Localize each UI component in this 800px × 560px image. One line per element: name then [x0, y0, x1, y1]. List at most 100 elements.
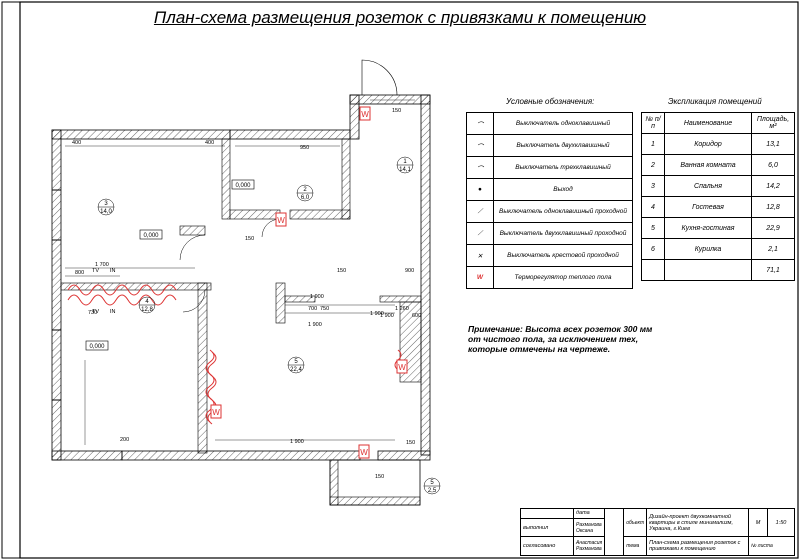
room-area: 14,0: [100, 209, 112, 215]
legend-row: ⌒Выключатель двухклавишный: [466, 134, 633, 157]
room-area: 22,4: [290, 367, 302, 373]
svg-text:W: W: [360, 448, 368, 457]
switch-3-icon: ⌒: [466, 156, 494, 179]
legend-label: Выключатель крестовой проходной: [493, 244, 633, 267]
dimension-label: IN: [110, 309, 116, 315]
legend-row: ●Выход: [466, 178, 633, 201]
legend-table: ⌒Выключатель одноклавишный ⌒Выключатель …: [466, 112, 633, 289]
dimension-label: 150: [245, 236, 254, 242]
room-number: 2: [303, 187, 307, 193]
legend-label: Выключатель трехклавишный: [493, 156, 633, 179]
expl-cell: Кухня-гостиная: [664, 217, 752, 239]
dimension-label: 1 900: [370, 311, 384, 317]
room-number: 5: [430, 480, 434, 486]
level-mark: 0,000: [235, 183, 251, 189]
expl-header: № п/п: [641, 112, 665, 134]
dimension-label: IN: [110, 268, 116, 274]
dimension-label: 950: [300, 145, 309, 151]
expl-cell: Гостевая: [664, 196, 752, 218]
expl-cell: [641, 259, 665, 281]
expl-cell: 13,1: [751, 133, 795, 155]
room-labels: 1 14,1 2 6,0 3 14,0 4 12,8 5 22,4 5 2,5: [97, 156, 441, 495]
thermostat-markers: W W W W W: [210, 106, 408, 459]
expl-cell: 2: [641, 154, 665, 176]
switch-2-icon: ⌒: [466, 134, 494, 157]
expl-cell: 2,1: [751, 238, 795, 260]
agreed-label: согласовано: [520, 536, 574, 556]
dimension-label: TV: [92, 309, 99, 315]
dimension-label: 1 900: [310, 294, 324, 300]
dimension-label: 800: [75, 270, 84, 276]
level-marks: 0,000 0,000 0,000: [85, 179, 255, 351]
expl-cell: 6,0: [751, 154, 795, 176]
expl-header: Площадь, м²: [751, 112, 795, 134]
expl-cell: 5: [641, 217, 665, 239]
project-name: Дизайн-проект двухкомнатной квартиры в с…: [646, 507, 749, 538]
level-mark: 0,000: [143, 233, 159, 239]
object-label: объект: [623, 507, 648, 538]
dimension-label: 730: [88, 310, 97, 316]
dimension-label: 1 900: [308, 322, 322, 328]
svg-text:W: W: [212, 408, 220, 417]
legend-row: ⌒Выключатель одноклавишный: [466, 112, 633, 135]
scale-value: 1:50: [767, 507, 795, 538]
dimension-label: 750: [320, 306, 329, 312]
expl-cell: [664, 259, 752, 281]
dimension-label: 150: [392, 108, 401, 114]
outlet-icon: ●: [466, 178, 494, 201]
legend-row: ⟋Выключатель двухклавишный проходной: [466, 222, 633, 245]
expl-cell: 14,2: [751, 175, 795, 197]
legend-label: Выключатель одноклавишный проходной: [493, 200, 633, 223]
sheet-title: План-схема размещения розеток с привязка…: [153, 8, 647, 27]
scale-label: М: [748, 507, 768, 538]
expl-cell: 4: [641, 196, 665, 218]
date-label: дата: [572, 508, 606, 519]
expl-cell: Спальня: [664, 175, 752, 197]
legend-row: ⟋Выключатель одноклавишный проходной: [466, 200, 633, 223]
executor-name: Рахманова Оксана: [572, 517, 606, 538]
expl-cell: Ванная комната: [664, 154, 752, 176]
expl-cell: 22,9: [751, 217, 795, 239]
dimension-label: 900: [405, 268, 414, 274]
switch-1-icon: ⌒: [466, 112, 494, 135]
legend-label: Терморегулятор теплого пола: [493, 266, 633, 289]
legend-label: Выключатель двухклавишный проходной: [493, 222, 633, 245]
expl-cell: 3: [641, 175, 665, 197]
sheet-number-label: № листа: [748, 536, 795, 556]
level-mark: 0,000: [89, 344, 105, 350]
cross-switch-icon: ✕: [466, 244, 494, 267]
svg-text:W: W: [398, 363, 406, 372]
pass-switch-1-icon: ⟋: [466, 200, 494, 223]
room-number: 4: [145, 299, 149, 305]
legend-label: Выключатель одноклавишный: [493, 112, 633, 135]
room-number: 5: [294, 359, 298, 365]
dimension-lines: [65, 99, 415, 445]
legend-row: ⌒Выключатель трехклавишный: [466, 156, 633, 179]
dimension-label: 150: [337, 268, 346, 274]
room-number: 1: [403, 159, 407, 165]
approver-name: Анастасия Рахманова: [572, 536, 606, 556]
walls: [51, 59, 431, 506]
dimension-label: 400: [72, 140, 81, 146]
dimension-label: 1 900: [380, 313, 394, 319]
expl-cell: 71,1: [751, 259, 795, 281]
room-area: 12,8: [141, 307, 153, 313]
expl-header: Наименование: [664, 112, 752, 134]
expl-cell: 1: [641, 133, 665, 155]
dimension-label: 1 260: [395, 306, 409, 312]
expl-row: 71,1: [641, 259, 795, 281]
svg-text:W: W: [361, 110, 369, 119]
room-area: 6,0: [301, 195, 310, 201]
dimension-label: 1 700: [95, 262, 109, 268]
expl-cell: 12,8: [751, 196, 795, 218]
